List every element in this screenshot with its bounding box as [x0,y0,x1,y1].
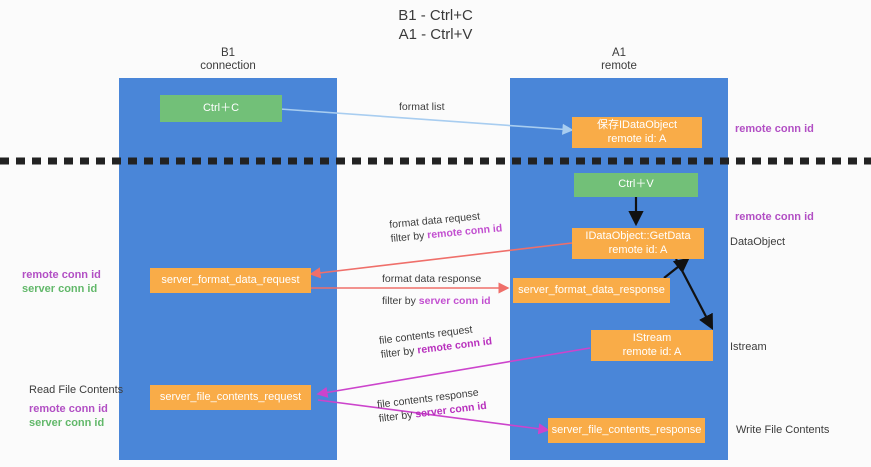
title-line-1: B1 - Ctrl+C [398,7,473,24]
edge-label-format-data-request: format data request filter by remote con… [389,207,503,246]
right-label-remote-conn-id-top: remote conn id [735,123,814,135]
node-save-idataobject[interactable]: 保存IDataObject remote id: A [572,117,702,148]
left-label-remote-conn-id-bottom: remote conn id [29,403,108,415]
diagram-title: B1 - Ctrl+C A1 - Ctrl+V [0,6,871,44]
node-ctrl-v[interactable]: Ctrl＋V [574,173,698,197]
filter-prefix: filter by [382,295,419,307]
left-label-read-file-contents: Read File Contents [29,384,124,396]
edge-label-format-data-response-line1: format data response [382,273,482,285]
left-label-server-conn-id-bottom: server conn id [29,417,105,429]
edge-label-file-contents-response: file contents response filter by server … [376,385,487,426]
node-server-format-data-response[interactable]: server_format_data_response [513,278,670,303]
right-label-write-file-contents: Write File Contents [736,424,830,436]
node-server-file-contents-request[interactable]: server_file_contents_request [150,385,311,410]
filter-prefix: filter by [378,408,417,425]
filter-prefix: filter by [390,229,428,245]
left-label-server-conn-id-mid: server conn id [22,283,98,295]
lane-a1-subtitle: remote [601,60,637,72]
edge-label-file-contents-request: file contents request filter by remote c… [378,320,493,361]
title-line-2: A1 - Ctrl+V [398,26,473,43]
right-label-dataobject: DataObject [730,236,786,248]
node-server-file-contents-response[interactable]: server_file_contents_response [548,418,705,443]
edge-label-format-data-response: format data response filter by server co… [382,272,491,308]
filter-key-server-conn-id: server conn id [418,295,491,307]
filter-prefix: filter by [380,344,419,361]
left-label-conn-ids-mid: remote conn id server conn id [22,268,101,296]
right-label-istream: Istream [730,341,767,353]
left-label-remote-conn-id-mid: remote conn id [22,269,101,281]
node-idataobject-getdata[interactable]: IDataObject::GetData remote id: A [572,228,704,259]
lane-b1-subtitle: connection [200,60,256,72]
node-ctrl-c[interactable]: Ctrl＋C [160,95,282,122]
edge-label-format-list: format list [399,101,445,113]
lane-a1-name: A1 [611,47,627,59]
right-label-remote-conn-id-mid: remote conn id [735,211,814,223]
left-label-conn-ids-bottom: remote conn id server conn id [29,402,108,430]
edge-label-format-data-response-line2: filter by server conn id [382,294,491,308]
node-istream[interactable]: IStream remote id: A [591,330,713,361]
lane-b1-name: B1 [220,47,236,59]
node-server-format-data-request[interactable]: server_format_data_request [150,268,311,293]
